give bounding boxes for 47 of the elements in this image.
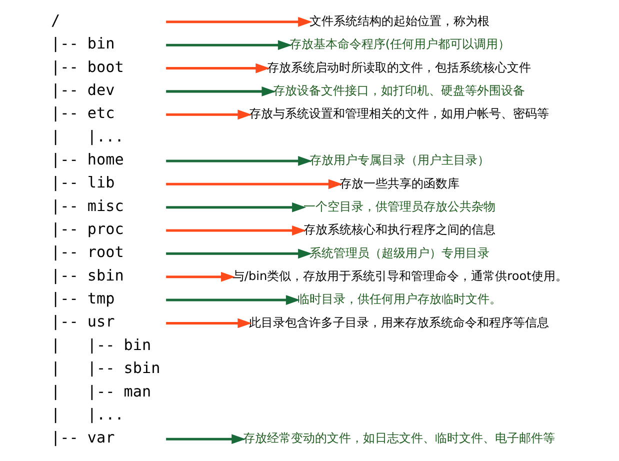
node-text: |-- bin xyxy=(50,34,114,53)
node-text: 文件系统结构的起始位置，称为根 xyxy=(308,14,489,28)
node-text: 存放与系统设置和管理相关的文件，如用户帐号、密码等 xyxy=(248,106,549,121)
node-text: 系统管理员（超级用户）专用目录 xyxy=(308,246,489,260)
node-text: 一个空目录，供管理员存放公共杂物 xyxy=(302,199,495,214)
arrow xyxy=(166,63,270,74)
node-text: |-- etc xyxy=(50,104,114,122)
node-text: |-- var xyxy=(50,428,114,447)
node-text: 存放系统启动时所读取的文件，包括系统核心文件 xyxy=(266,60,531,74)
label: | |... xyxy=(50,405,124,424)
arrow xyxy=(166,318,252,328)
arrow xyxy=(166,86,276,96)
arrow xyxy=(166,156,312,166)
node-text: 与/bin类似，存放用于系统引导和管理命令，通常供root使用。 xyxy=(232,268,567,283)
node-text: |-- misc xyxy=(50,196,124,215)
arrow xyxy=(166,226,306,236)
node-text: / xyxy=(50,11,60,30)
node-text: |-- tmp xyxy=(50,290,114,308)
node-text: |-- proc xyxy=(50,220,124,238)
node-text: |-- root xyxy=(50,243,124,262)
label: | |-- sbin xyxy=(50,359,160,378)
arrow xyxy=(166,272,235,282)
node-text: 临时目录，供任何用户存放临时文件。 xyxy=(296,292,501,306)
node-text: |-- lib xyxy=(50,174,114,192)
arrow xyxy=(166,202,306,212)
arrow xyxy=(166,110,252,120)
node-text: 存放基本命令程序(任何用户都可以调用） xyxy=(288,37,510,52)
node-text: 存放系统核心和执行程序之间的信息 xyxy=(302,222,495,237)
node-text: 存放用户专属目录（用户主目录） xyxy=(308,153,489,168)
node-text: |-- sbin xyxy=(50,266,124,284)
arrow xyxy=(166,40,292,50)
node-text: 存放设备文件接口，如打印机、硬盘等外围设备 xyxy=(272,84,525,98)
arrow xyxy=(166,248,312,259)
arrow xyxy=(166,295,300,305)
arrow xyxy=(166,16,312,27)
node-text: 存放经常变动的文件，如日志文件、临时文件、电子邮件等 xyxy=(242,431,554,446)
label: | |-- bin xyxy=(50,336,151,354)
arrow xyxy=(166,179,342,190)
node-text: |-- usr xyxy=(50,312,114,331)
arrow xyxy=(166,434,246,444)
node-text: |-- dev xyxy=(50,80,114,99)
node-text: |-- boot xyxy=(50,58,124,76)
label: | |-- man xyxy=(50,382,151,400)
node-text: 此目录包含许多子目录，用来存放系统命令和程序等信息 xyxy=(248,315,549,330)
node-text: 存放一些共享的函数库 xyxy=(339,176,460,190)
label: | |... xyxy=(50,127,124,146)
node-text: |-- home xyxy=(50,150,124,168)
